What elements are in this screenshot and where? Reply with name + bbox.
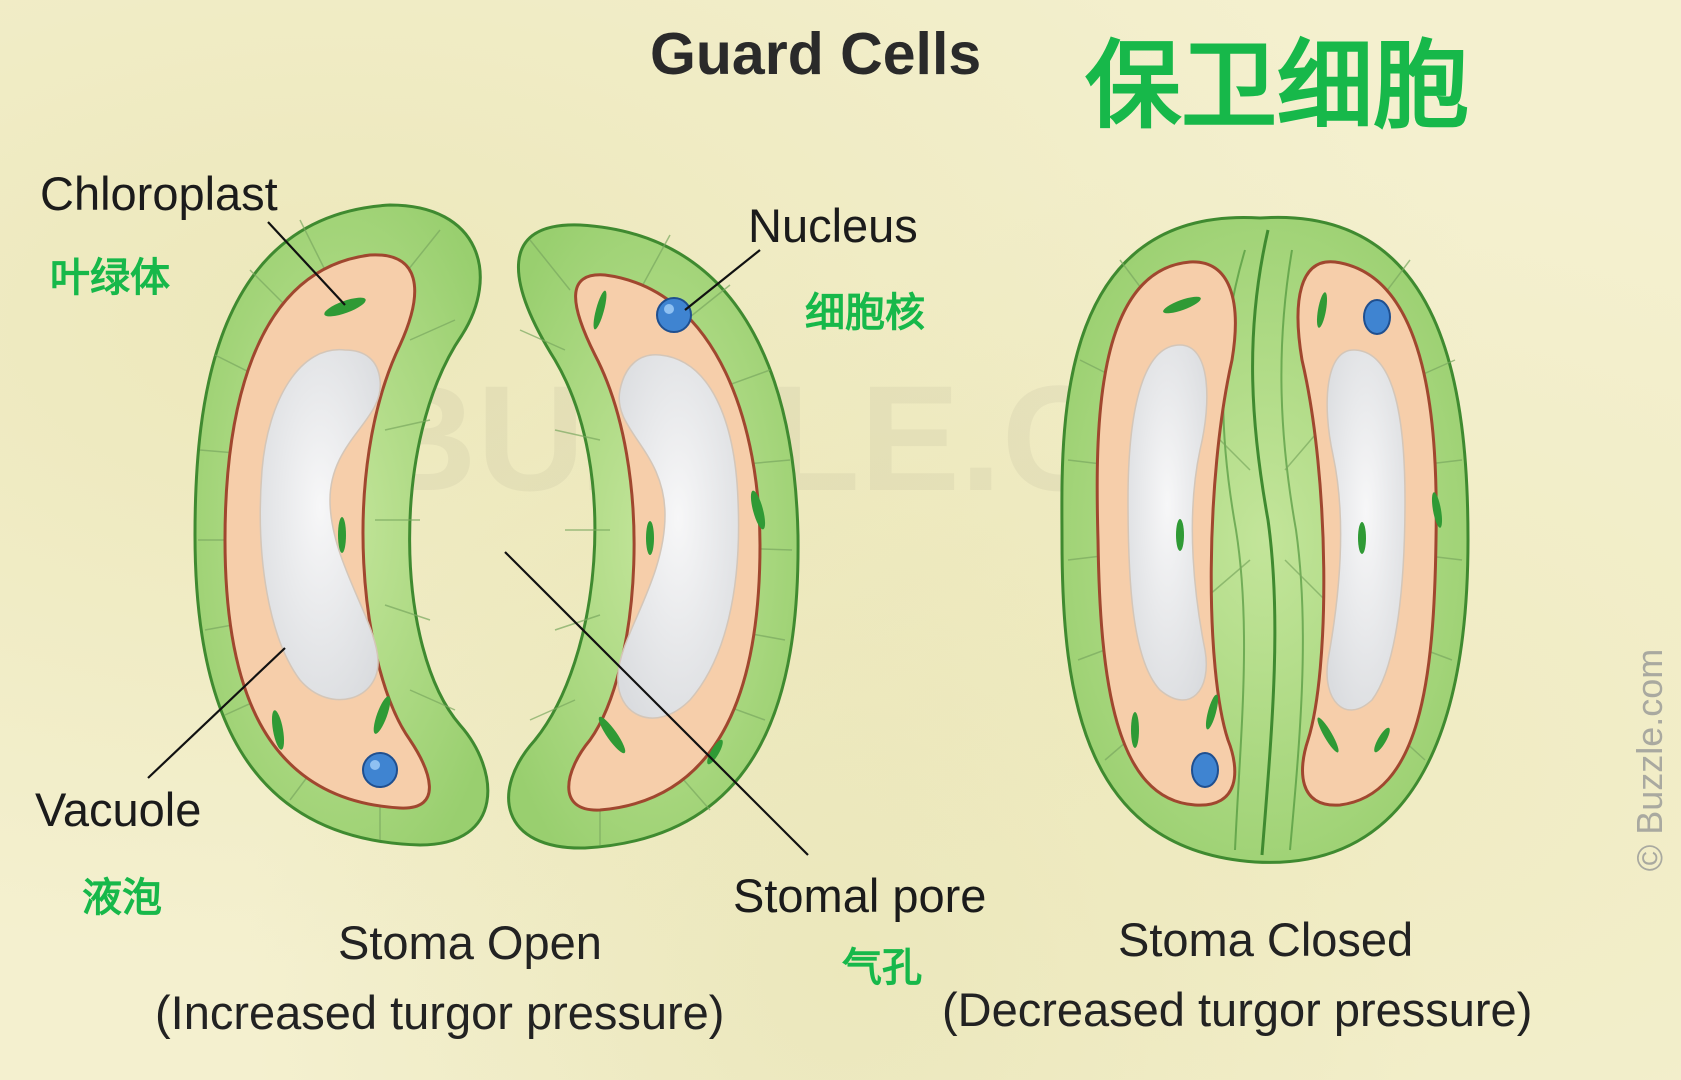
guard-cell-open-left — [193, 203, 490, 847]
title-english: Guard Cells — [650, 21, 982, 87]
closed-pore-seam — [1251, 229, 1277, 856]
closed-left-vacuole — [1127, 344, 1208, 701]
stoma-open — [193, 203, 800, 850]
copyright-notice: © Buzzle.com — [1629, 648, 1670, 872]
chloroplasts — [593, 290, 766, 765]
caption-open-line1: Stoma Open — [338, 916, 602, 969]
label-vacuole: Vacuole — [35, 783, 202, 836]
vacuole — [617, 354, 740, 719]
stoma-closed — [1060, 215, 1470, 864]
caption-open-line2: (Increased turgor pressure) — [155, 986, 725, 1039]
leader-chloroplast — [267, 221, 346, 306]
nucleus — [656, 297, 692, 333]
closed-left-chloroplasts — [1131, 296, 1219, 748]
label-chloroplast: Chloroplast — [40, 167, 278, 220]
closed-right-nucleus — [1363, 299, 1391, 335]
label-nucleus: Nucleus — [748, 199, 918, 252]
caption-closed-line1: Stoma Closed — [1118, 913, 1414, 966]
leader-lines — [147, 221, 809, 856]
label-chloroplast-zh: 叶绿体 — [50, 255, 170, 301]
label-nucleus-zh: 细胞核 — [805, 290, 925, 336]
chloroplasts — [271, 297, 391, 750]
label-stomal-pore-zh: 气孔 — [842, 945, 922, 991]
guard-cell-open-right — [507, 223, 800, 850]
leader-vacuole — [147, 647, 286, 779]
label-stomal-pore: Stomal pore — [733, 869, 987, 922]
closed-right-vacuole — [1326, 349, 1406, 711]
vacuole — [259, 349, 381, 701]
label-vacuole-zh: 液泡 — [82, 875, 162, 921]
caption-closed-line2: (Decreased turgor pressure) — [942, 983, 1533, 1036]
leader-nucleus — [684, 249, 761, 311]
leader-stomal-pore — [504, 551, 809, 856]
closed-left-nucleus — [1191, 752, 1219, 788]
closed-right-chloroplasts — [1316, 292, 1443, 753]
title-chinese: 保卫细胞 — [1085, 30, 1469, 142]
nucleus — [362, 752, 398, 788]
